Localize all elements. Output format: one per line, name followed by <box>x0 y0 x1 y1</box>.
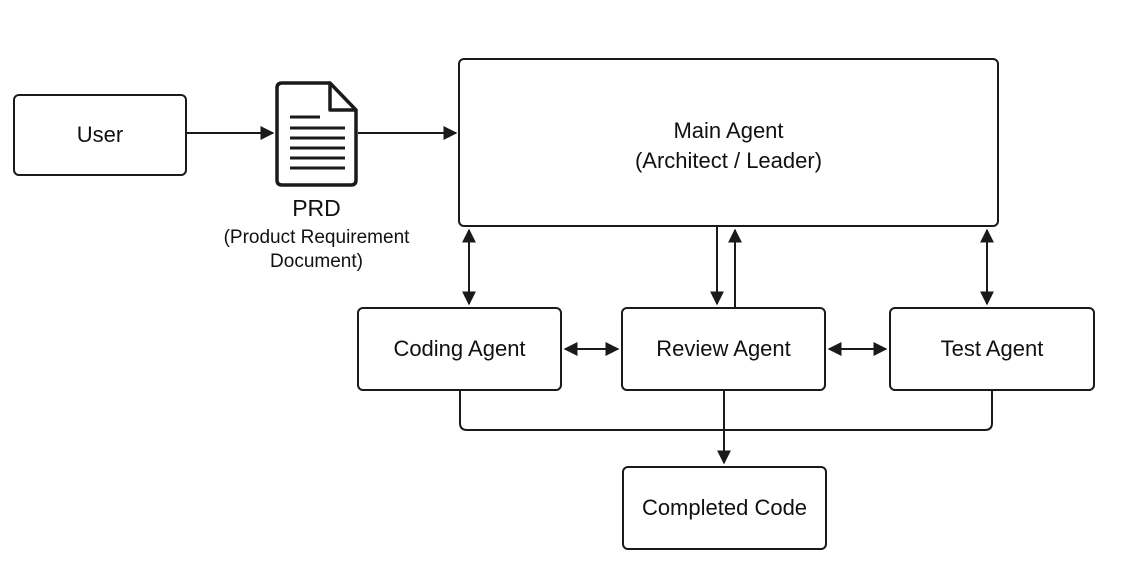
prd-subtitle-line2: Document) <box>270 250 363 272</box>
user-node: User <box>13 94 187 176</box>
prd-subtitle-line1: (Product Requirement <box>223 226 410 248</box>
main-agent-role: (Architect / Leader) <box>634 147 823 173</box>
coding-agent-label: Coding Agent <box>393 336 526 362</box>
user-label: User <box>76 122 124 148</box>
review-agent-label: Review Agent <box>656 336 791 362</box>
review-agent-node: Review Agent <box>621 307 826 391</box>
edge-merge-bracket <box>459 391 993 431</box>
prd-caption: PRD (Product Requirement Document) <box>194 194 439 273</box>
test-agent-node: Test Agent <box>889 307 1095 391</box>
completed-code-label: Completed Code <box>641 495 808 521</box>
main-agent-node: Main Agent (Architect / Leader) <box>458 58 999 227</box>
completed-code-node: Completed Code <box>622 466 827 550</box>
coding-agent-node: Coding Agent <box>357 307 562 391</box>
prd-title: PRD <box>292 195 341 221</box>
test-agent-label: Test Agent <box>940 336 1044 362</box>
document-icon <box>275 81 358 187</box>
main-agent-title: Main Agent <box>673 118 784 143</box>
